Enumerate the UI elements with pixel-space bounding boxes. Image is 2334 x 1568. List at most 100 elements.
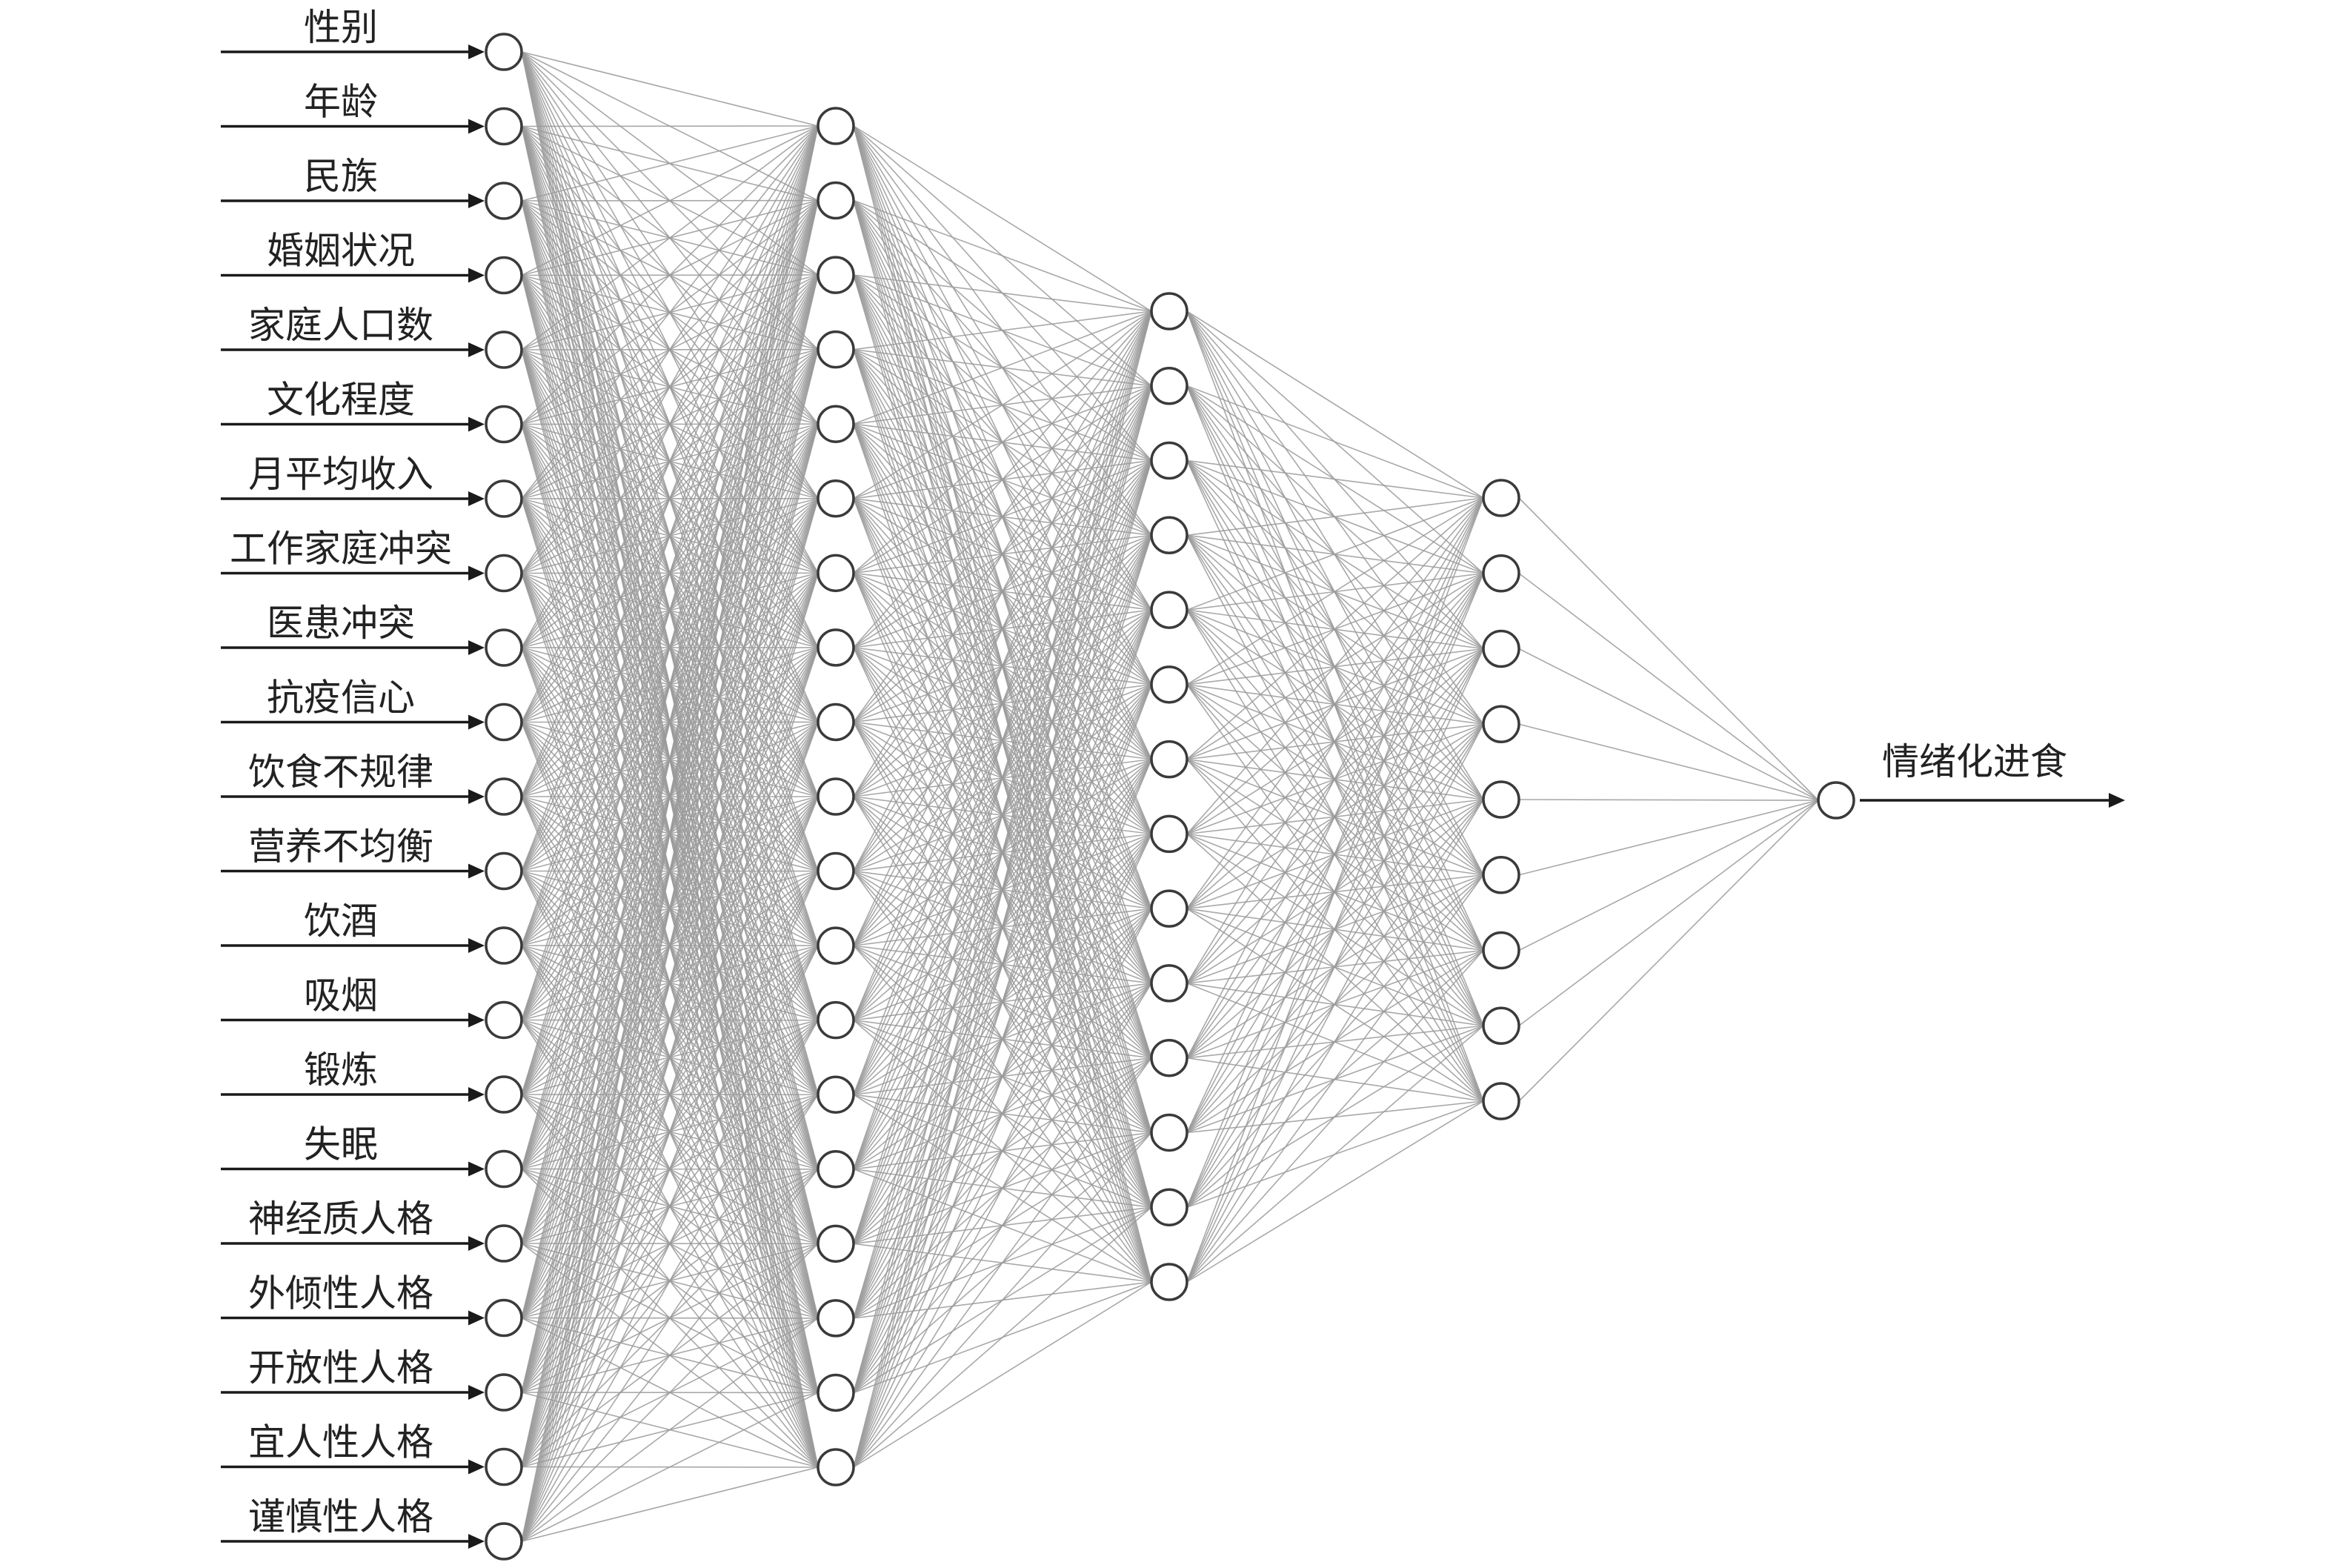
edge-l1-7-0 <box>853 310 1152 648</box>
edge-l3-1-0 <box>1518 573 1819 801</box>
edge-l2-6-0 <box>1186 497 1484 760</box>
edge-l2-13-0 <box>1186 497 1484 1283</box>
node-layer1-16 <box>817 1299 855 1338</box>
edge-l1-18-3 <box>853 535 1152 1468</box>
edge-l2-13-4 <box>1186 799 1484 1283</box>
node-layer1-14 <box>817 1150 855 1189</box>
edge-l0-20-7 <box>521 647 819 1542</box>
edge-l0-6-0 <box>521 125 819 499</box>
edge-l1-18-11 <box>853 1132 1152 1468</box>
node-layer2-8 <box>1150 889 1188 928</box>
edge-l1-16-0 <box>853 310 1152 1319</box>
edge-l0-16-0 <box>521 125 819 1244</box>
input-label-8: 医患冲突 <box>267 602 415 645</box>
node-layer1-1 <box>817 181 855 220</box>
edge-l1-3-0 <box>853 310 1152 351</box>
edge-l0-9-0 <box>521 125 819 722</box>
input-arrow-head-20 <box>468 1534 485 1549</box>
edge-l0-20-11 <box>521 945 819 1542</box>
edge-l1-18-4 <box>853 609 1152 1468</box>
output-label: 情绪化进食 <box>1882 740 2067 783</box>
edge-l1-18-6 <box>853 759 1152 1468</box>
node-layer2-2 <box>1150 441 1188 480</box>
input-arrow-head-8 <box>468 640 485 655</box>
edge-l2-11-0 <box>1186 497 1484 1133</box>
node-layer1-7 <box>817 628 855 667</box>
edge-l3-3-0 <box>1518 723 1819 801</box>
node-layer0-11 <box>485 851 523 891</box>
node-layer2-11 <box>1150 1113 1188 1152</box>
node-layer0-8 <box>485 628 523 667</box>
edge-l0-18-0 <box>521 125 819 1393</box>
edge-l2-1-0 <box>1186 385 1484 499</box>
edge-l1-12-0 <box>853 310 1152 1020</box>
edge-l2-13-3 <box>1186 723 1484 1283</box>
input-label-3: 婚姻状况 <box>267 230 415 273</box>
edge-l2-13-7 <box>1186 1025 1484 1283</box>
output-arrow-head <box>2109 793 2125 808</box>
edge-l1-4-0 <box>853 310 1152 425</box>
edge-l2-10-0 <box>1186 497 1484 1059</box>
input-arrow-head-0 <box>468 44 485 59</box>
edge-l1-2-0 <box>853 274 1152 312</box>
node-layer0-18 <box>485 1373 523 1412</box>
node-layer1-11 <box>817 926 855 965</box>
node-layer2-10 <box>1150 1038 1188 1077</box>
edge-l1-1-0 <box>853 199 1152 312</box>
input-label-15: 失眠 <box>304 1123 378 1166</box>
node-layer0-6 <box>485 479 523 518</box>
node-layer1-10 <box>817 851 855 891</box>
node-layer0-15 <box>485 1149 523 1189</box>
input-label-12: 饮酒 <box>304 900 378 943</box>
edge-l1-17-0 <box>853 310 1152 1393</box>
edge-l1-18-5 <box>853 684 1152 1468</box>
edge-l0-13-0 <box>521 125 819 1020</box>
edge-l2-0-0 <box>1186 310 1484 499</box>
edge-l2-4-0 <box>1186 497 1484 611</box>
input-arrow-head-1 <box>468 119 485 134</box>
node-layer0-1 <box>485 107 523 146</box>
output-group: 情绪化进食 <box>1860 740 2125 808</box>
edge-l0-20-2 <box>521 274 819 1542</box>
input-label-18: 开放性人格 <box>248 1346 433 1389</box>
node-layer0-14 <box>485 1075 523 1114</box>
node-layer1-8 <box>817 702 855 742</box>
input-label-9: 抗疫信心 <box>267 677 415 720</box>
edge-l0-20-12 <box>521 1020 819 1542</box>
edge-l0-20-9 <box>521 796 819 1542</box>
edge-l3-7-0 <box>1518 800 1819 1026</box>
edge-l3-6-0 <box>1518 800 1819 951</box>
edge-l2-13-5 <box>1186 874 1484 1283</box>
input-label-0: 性别 <box>304 6 378 49</box>
input-arrow-head-14 <box>468 1087 485 1102</box>
input-arrow-head-18 <box>468 1385 485 1400</box>
edge-l0-0-0 <box>521 51 819 127</box>
node-layer2-6 <box>1150 740 1188 779</box>
input-label-16: 神经质人格 <box>248 1197 433 1240</box>
node-layer0-10 <box>485 777 523 816</box>
edge-l0-8-0 <box>521 125 819 648</box>
edge-l1-10-0 <box>853 310 1152 871</box>
node-layer2-13 <box>1150 1263 1188 1301</box>
input-label-1: 年龄 <box>304 81 378 124</box>
input-label-6: 月平均收入 <box>248 453 433 496</box>
node-layer3-8 <box>1482 1082 1520 1120</box>
edge-l0-20-18 <box>521 1466 819 1542</box>
node-layer3-5 <box>1482 856 1520 894</box>
edge-l1-18-2 <box>853 460 1152 1468</box>
edge-l0-20-5 <box>521 498 819 1542</box>
node-layer2-4 <box>1150 591 1188 629</box>
node-layer0-12 <box>485 926 523 965</box>
edge-l0-3-0 <box>521 125 819 276</box>
edge-l2-13-2 <box>1186 648 1484 1283</box>
input-arrow-head-12 <box>468 938 485 953</box>
input-arrow-head-11 <box>468 863 485 879</box>
node-layer1-18 <box>817 1448 855 1486</box>
edge-l2-7-0 <box>1186 497 1484 834</box>
edge-l2-2-0 <box>1186 459 1484 499</box>
node-layer2-5 <box>1150 665 1188 704</box>
node-layer4-0 <box>1817 781 1855 820</box>
edge-l3-8-0 <box>1518 800 1819 1102</box>
node-layer0-9 <box>485 702 523 742</box>
